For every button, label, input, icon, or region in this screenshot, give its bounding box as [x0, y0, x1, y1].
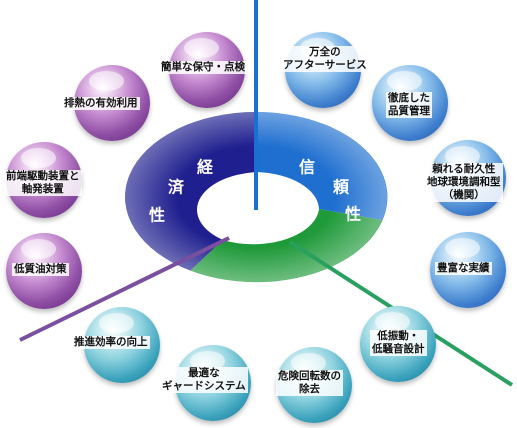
maneuverability-char-2: 船 — [250, 296, 266, 315]
feature-label-after-service: 万全の アフターサービス — [281, 46, 369, 72]
feature-label-front-drive: 前端駆動装置と 軸発装置 — [4, 170, 82, 196]
feature-label-low-vibration: 低振動・ 低騒音設計 — [370, 330, 427, 356]
economy-char-3: 性 — [149, 206, 165, 225]
reliability-char-2: 頼 — [333, 178, 350, 197]
feature-label-waste-heat: 排熱の有効利用 — [62, 97, 140, 110]
feature-label-quality-control: 徹底した 品質管理 — [386, 92, 432, 118]
reliability-char-1: 信 — [299, 158, 315, 177]
feature-label-critical-speed: 危険回転数の 除去 — [276, 370, 343, 396]
feature-label-track-record: 豊富な実績 — [435, 262, 492, 275]
economy-char-1: 経 — [197, 158, 214, 177]
feature-label-gear-system: 最適な ギャードシステム — [160, 367, 248, 393]
economy-char-2: 済 — [168, 178, 185, 197]
maneuverability-char-1: 操 — [200, 282, 217, 301]
feature-label-maintenance: 簡単な保守・点検 — [159, 61, 247, 74]
feature-label-low-quality-oil: 低質油対策 — [12, 263, 69, 276]
reliability-char-3: 性 — [345, 205, 361, 224]
divider-line-purple — [19, 236, 230, 342]
feature-label-propulsion-efficiency: 推進効率の向上 — [72, 336, 150, 349]
maneuverability-char-3: 性 — [300, 285, 316, 304]
feature-label-durability: 頼れる耐久性 地球環境調和型 （機関） — [425, 163, 503, 202]
